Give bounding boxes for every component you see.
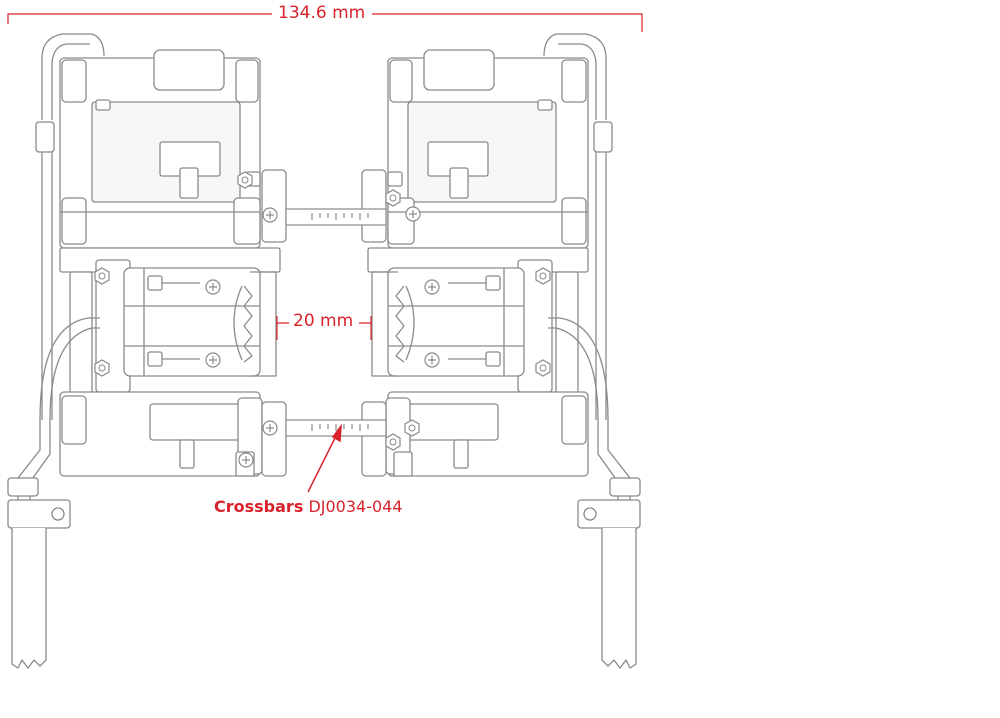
- upper-crossbar: [285, 208, 387, 226]
- overall-width-label: 134.6 mm: [272, 5, 372, 22]
- callout-part-number: DJ0034-044: [308, 497, 403, 516]
- overall-width-dimension: [7, 13, 643, 32]
- callout-name: Crossbars: [214, 497, 304, 516]
- crossbars-callout: Crossbars DJ0034-044: [214, 497, 403, 516]
- right-gimbal-half: [361, 33, 641, 669]
- gap-dimension: [276, 316, 372, 340]
- left-gimbal-half: [7, 33, 287, 669]
- crossbar-callout-leader: [307, 423, 342, 493]
- gap-width-label: 20 mm: [289, 313, 358, 330]
